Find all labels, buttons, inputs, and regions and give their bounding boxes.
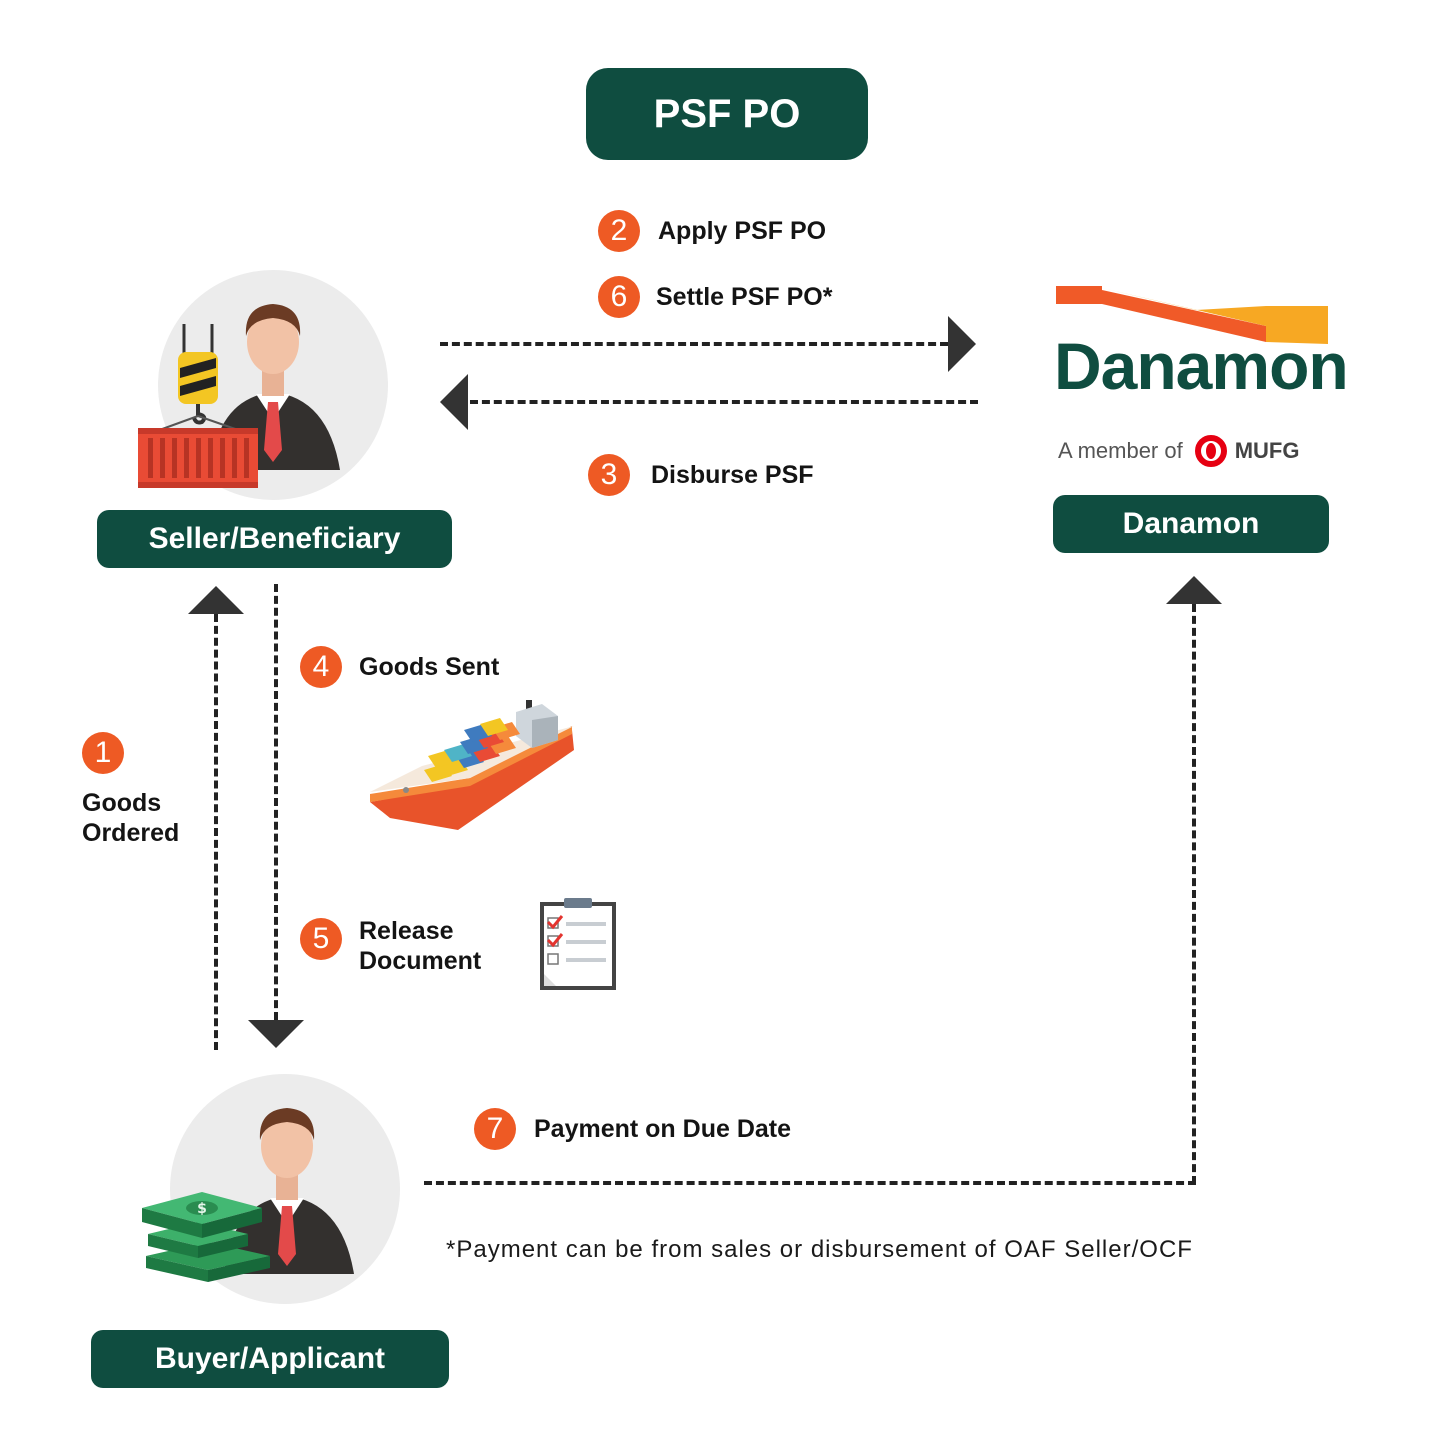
tagline-prefix: A member of	[1058, 438, 1183, 463]
arrow-payment-vertical	[1192, 604, 1196, 1184]
step-6-label: Settle PSF PO*	[656, 283, 833, 311]
step-6-badge: 6	[598, 276, 640, 318]
seller-label: Seller/Beneficiary	[97, 510, 452, 568]
mufg-tagline: A member of MUFG	[1058, 434, 1338, 468]
cargo-ship-icon	[370, 700, 574, 830]
step-2-label: Apply PSF PO	[658, 217, 827, 245]
diagram-title: PSF PO	[586, 68, 868, 160]
step-5-label-line1: Release	[359, 917, 454, 945]
svg-text:$: $	[197, 1201, 207, 1217]
danamon-logo-wordmark: Danamon	[1054, 329, 1349, 403]
footnote: *Payment can be from sales or disburseme…	[446, 1236, 1193, 1263]
arrow-disburse-line	[470, 400, 978, 404]
arrow-apply-line	[440, 342, 948, 346]
arrow-head-icon	[188, 586, 244, 614]
step-5-badge: 5	[300, 918, 342, 960]
step-7-badge: 7	[474, 1108, 516, 1150]
buyer-label: Buyer/Applicant	[91, 1330, 449, 1388]
step-1-label-line2: Ordered	[82, 819, 180, 847]
step-1-badge: 1	[82, 732, 124, 774]
arrow-head-icon	[248, 1020, 304, 1048]
money-stack-icon: $	[142, 1192, 270, 1282]
arrow-ordered-line	[214, 614, 218, 1050]
checklist-clipboard-icon	[540, 898, 616, 990]
arrow-payment-line	[424, 1181, 1196, 1185]
arrow-head-icon	[440, 374, 468, 430]
danamon-logo-stripes-icon	[1056, 286, 1328, 344]
tagline-brand: MUFG	[1234, 438, 1300, 463]
step-1-label-line1: Goods	[82, 789, 162, 817]
mufg-logo-icon	[1194, 435, 1227, 467]
step-4-badge: 4	[300, 646, 342, 688]
arrow-goods-sent-line	[274, 584, 278, 1020]
container-hook-icon	[138, 324, 258, 488]
step-2-badge: 2	[598, 210, 640, 252]
arrow-head-icon	[1166, 576, 1222, 604]
arrow-head-icon	[948, 316, 976, 372]
step-4-label: Goods Sent	[359, 653, 500, 681]
step-3-label: Disburse PSF	[651, 461, 814, 489]
bank-label: Danamon	[1053, 495, 1329, 553]
step-3-badge: 3	[588, 454, 630, 496]
step-5-label-line2: Document	[359, 947, 482, 975]
step-7-label: Payment on Due Date	[534, 1115, 792, 1143]
